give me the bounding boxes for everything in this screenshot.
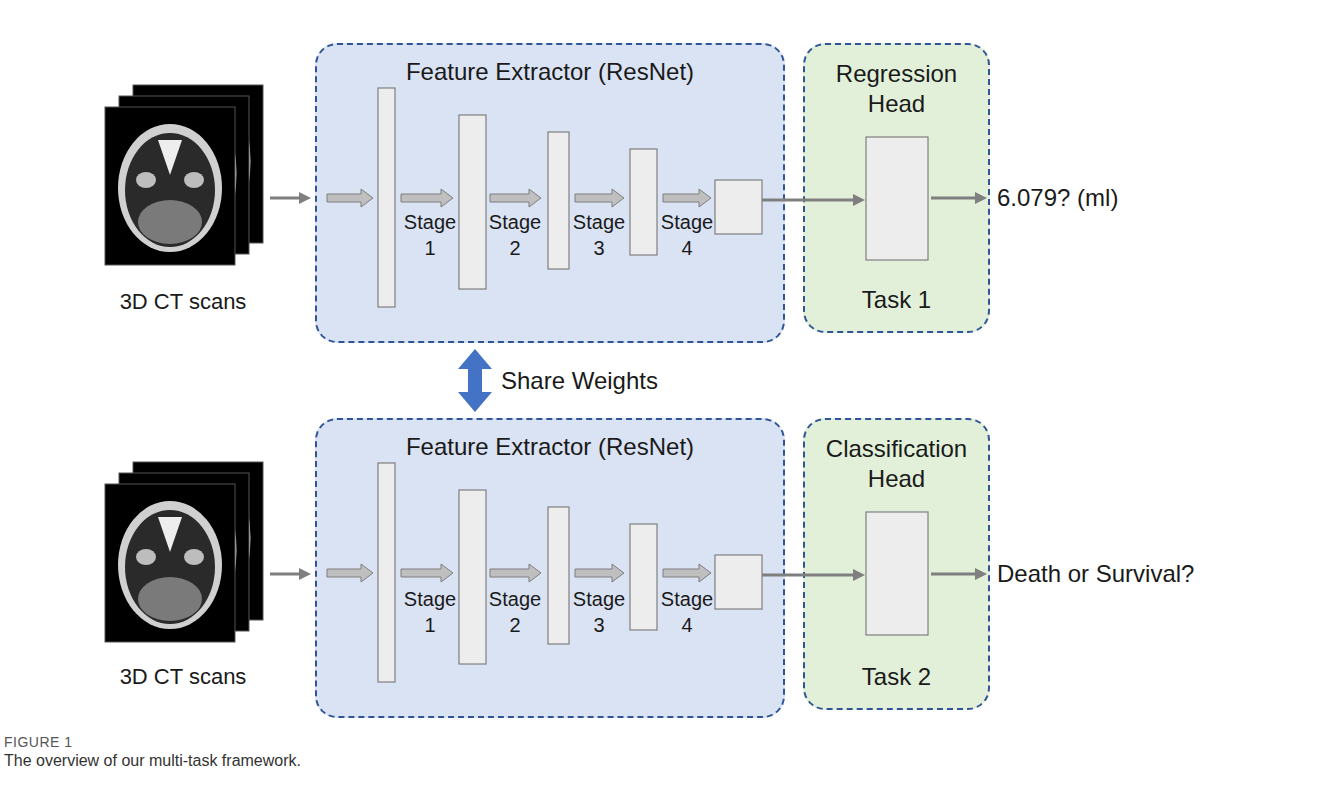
stage-arrow <box>327 189 373 207</box>
stage-arrow <box>490 564 541 582</box>
flow-arrow <box>762 199 854 202</box>
feature-extractor-box: Feature Extractor (ResNet) <box>315 418 785 718</box>
flow-arrow <box>762 574 854 577</box>
figure-caption: The overview of our multi-task framework… <box>4 752 301 770</box>
stage-label: Stage 2 <box>486 209 544 261</box>
feature-map-bar <box>548 132 569 269</box>
feature-map-bar <box>459 115 486 289</box>
ct-nasal <box>158 140 182 175</box>
ct-bone <box>136 172 156 188</box>
box-title: Feature Extractor (ResNet) <box>406 57 694 87</box>
task-head-box: Classification HeadTask 2 <box>803 418 990 710</box>
art-group <box>866 512 928 635</box>
output-arrow <box>931 197 976 200</box>
output-arrow <box>931 573 976 576</box>
stage-label: Stage 1 <box>401 209 459 261</box>
ct-skull <box>118 501 222 629</box>
ct-slice <box>105 107 235 265</box>
stage-label: Stage 3 <box>570 586 628 638</box>
stage-label: Stage 4 <box>658 209 716 261</box>
art-group <box>327 463 762 682</box>
ct-bone <box>184 172 204 188</box>
ct-scan-stack <box>105 85 263 265</box>
feature-map-bar <box>378 88 395 307</box>
ct-slice <box>133 85 263 243</box>
input-label: 3D CT scans <box>120 663 247 691</box>
box-title: Regression Head <box>817 59 976 119</box>
ct-slice <box>133 462 263 620</box>
task-name: Task 1 <box>862 285 931 315</box>
stage-arrow <box>663 564 711 582</box>
art-group <box>327 88 762 307</box>
ct-bone <box>184 549 204 565</box>
task-name: Task 2 <box>862 662 931 692</box>
feature-map-bar <box>630 524 657 630</box>
feature-extractor-box: Feature Extractor (ResNet) <box>315 43 785 343</box>
stage-arrow <box>663 189 711 207</box>
input-arrow <box>270 573 300 576</box>
box-title: Classification Head <box>817 434 976 494</box>
ct-skull-inner <box>125 510 215 624</box>
ct-slice <box>119 473 249 631</box>
stage-label: Stage 4 <box>658 586 716 638</box>
ct-skull-edge <box>226 122 235 228</box>
ct-brain <box>138 200 202 244</box>
feature-map-bar <box>715 180 762 234</box>
stage-arrow <box>401 564 453 582</box>
ct-slice <box>105 484 235 642</box>
share-weights-arrow <box>468 368 482 393</box>
box-title: Feature Extractor (ResNet) <box>406 432 694 462</box>
stage-label: Stage 1 <box>401 586 459 638</box>
edge-label: Share Weights <box>501 366 658 396</box>
ct-skull-edge <box>240 487 249 592</box>
head-layer-block <box>866 137 928 260</box>
ct-nasal <box>158 517 182 552</box>
feature-map-bar <box>715 555 762 609</box>
resnet-stages-art <box>317 420 783 716</box>
stage-label: Stage 3 <box>570 209 628 261</box>
head-layer-block <box>866 512 928 635</box>
resnet-stages-art <box>317 45 783 341</box>
input-arrow <box>270 197 300 200</box>
stage-arrow <box>575 189 624 207</box>
ct-skull <box>118 124 222 252</box>
figure-number: FIGURE 1 <box>4 733 73 751</box>
ct-skull-edge <box>240 110 249 215</box>
ct-skull-edge <box>226 499 235 605</box>
regression-output: 6.079? (ml) <box>997 183 1118 213</box>
stage-label: Stage 2 <box>486 586 544 638</box>
feature-map-bar <box>378 463 395 682</box>
stage-arrow <box>575 564 624 582</box>
feature-map-bar <box>459 490 486 664</box>
ct-scan-stack <box>105 462 263 642</box>
stage-arrow <box>327 564 373 582</box>
ct-bone <box>136 549 156 565</box>
input-label: 3D CT scans <box>120 288 247 316</box>
feature-map-bar <box>630 149 657 255</box>
ct-skull-inner <box>125 133 215 247</box>
stage-arrow <box>401 189 453 207</box>
art-group <box>866 137 928 260</box>
feature-map-bar <box>548 507 569 644</box>
stage-arrow <box>490 189 541 207</box>
task-head-box: Regression HeadTask 1 <box>803 43 990 333</box>
classification-output: Death or Survival? <box>997 559 1194 589</box>
ct-slice <box>119 96 249 254</box>
ct-brain <box>138 577 202 621</box>
